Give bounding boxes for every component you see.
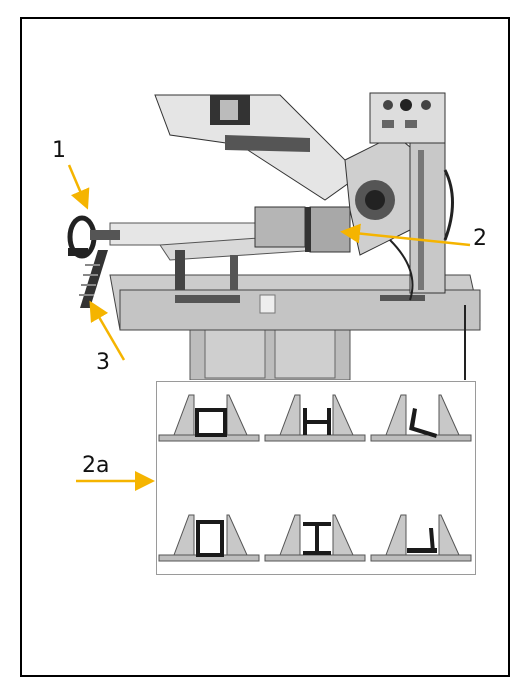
bandsaw-machine-illustration (67, 92, 481, 380)
vise-rect-tube (158, 514, 260, 562)
vise-i-beam (264, 514, 366, 562)
vise-angle-iron (370, 514, 472, 562)
callout-2a: 2a (82, 453, 110, 478)
callout-2: 2 (473, 226, 487, 251)
vise-square-tube (158, 394, 260, 442)
vise-profiles-diagram (158, 394, 472, 562)
vise-angled-bar (370, 394, 472, 442)
vise-clamping-panel (156, 381, 476, 575)
callout-3: 3 (96, 350, 110, 375)
vise-h-beam (264, 394, 366, 442)
callout-1: 1 (52, 138, 66, 163)
